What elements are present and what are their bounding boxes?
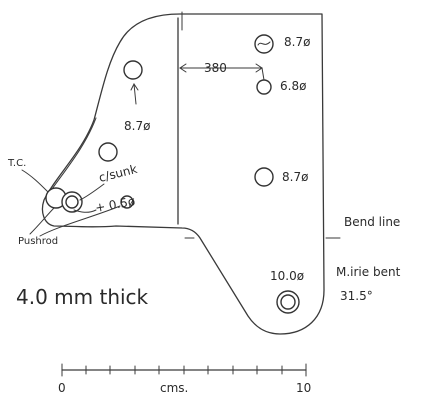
csunk-label: c/sunk [97, 162, 138, 185]
hole-top-squiggle [257, 41, 271, 46]
hole-left [98, 142, 118, 162]
bend-line-label: Bend line [344, 215, 400, 229]
hole-second-label: 6.8ø [280, 79, 306, 93]
hole-csunk-inner [65, 195, 79, 209]
hole-left-upper [123, 60, 143, 80]
pushrod-leader-2 [39, 205, 121, 237]
leader-380-to-hole [261, 67, 265, 81]
plus-leader [73, 209, 97, 213]
hole-second [256, 79, 272, 95]
tc-label: T.C. [7, 158, 26, 169]
thickness-label: 4.0 mm thick [16, 285, 149, 309]
pushrod-label: Pushrod [18, 236, 58, 247]
hole-mid-right-label: 8.7ø [282, 170, 308, 184]
hole-plus [120, 195, 134, 209]
leader-hole-left-upper-arrow [130, 83, 139, 91]
dim-380-arrow-left [179, 63, 187, 73]
tc-leader [21, 169, 49, 193]
scale-ticks [61, 363, 307, 377]
scale-start-label: 0 [58, 381, 66, 395]
plate-outline [41, 13, 325, 335]
dim-380-label: 380 [204, 61, 227, 75]
csunk-leader [79, 183, 105, 201]
hole-mid-right [254, 167, 274, 187]
plus-dia-label: + 0.5ø [94, 194, 136, 215]
plate-edge-inner [45, 117, 97, 199]
hole-left-label: 8.7ø [124, 119, 150, 133]
scale-end-label: 10 [296, 381, 311, 395]
hole-top-label: 8.7ø [284, 35, 310, 49]
hole-bottom-inner [280, 294, 296, 310]
pushrod-leader-1 [29, 207, 55, 235]
leader-hole-left-upper [133, 83, 137, 105]
hole-bottom-label: 10.0ø [270, 269, 304, 283]
mirror-bent-label: M.irie bent [336, 265, 401, 279]
scale-unit-label: cms. [160, 381, 188, 395]
bend-angle-label: 31.5° [340, 289, 373, 303]
